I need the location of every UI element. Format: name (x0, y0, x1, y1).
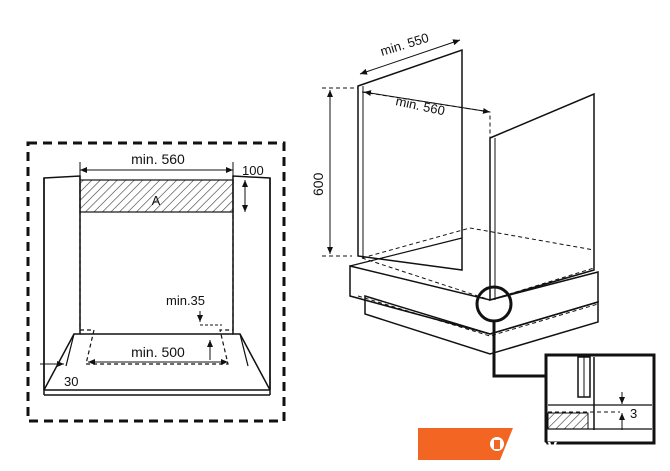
iso-oven-lower (357, 295, 599, 337)
iso-base-plinth (349, 265, 599, 335)
front-view: A min. 560 100 min.35 min. 500 30 (26, 141, 286, 423)
iso-height-label: 600 (310, 172, 326, 196)
gap-label: min.35 (166, 293, 205, 308)
detail-circle (475, 285, 513, 323)
front-depth-label: 100 (242, 163, 264, 178)
iso-oven-bottom-back (361, 227, 595, 259)
watermark-text: teh.by (507, 436, 558, 455)
iso-depth-label: min. 550 (378, 30, 430, 59)
iso-width-label: min. 560 (394, 93, 446, 118)
cabinet-left-wall (43, 175, 81, 391)
detail-view: 3 (544, 353, 656, 445)
iso-depth-dimension (359, 39, 461, 75)
shelf-left-slope (65, 333, 75, 367)
iso-width-dimension (363, 90, 491, 114)
detail-wood-hatch (547, 412, 589, 430)
iso-left-panel (357, 48, 463, 271)
ventilation-zone-a (79, 179, 234, 213)
iso-right-panel (489, 92, 595, 301)
zone-a-label: A (152, 193, 161, 208)
watermark: teh.by (418, 428, 558, 460)
front-width-label: min. 560 (131, 151, 185, 167)
iso-oven-bottom-front (361, 257, 595, 301)
side-gap-label: 30 (64, 374, 78, 389)
cabinet-right-wall (232, 175, 271, 391)
bottom-width-label: min. 500 (131, 344, 185, 360)
iso-oven-top (361, 91, 491, 300)
iso-base-bottom (364, 294, 599, 355)
watermark-logo-icon-inner (494, 440, 500, 449)
iso-view: 600 min. 550 min. 560 (310, 30, 599, 378)
detail-leader (492, 321, 546, 378)
watermark-accent-bar (418, 428, 513, 460)
iso-base-back (349, 237, 463, 267)
shelf-right-slope (239, 333, 249, 367)
detail-gap-label: 3 (630, 406, 637, 421)
front-view-frame (26, 141, 286, 423)
